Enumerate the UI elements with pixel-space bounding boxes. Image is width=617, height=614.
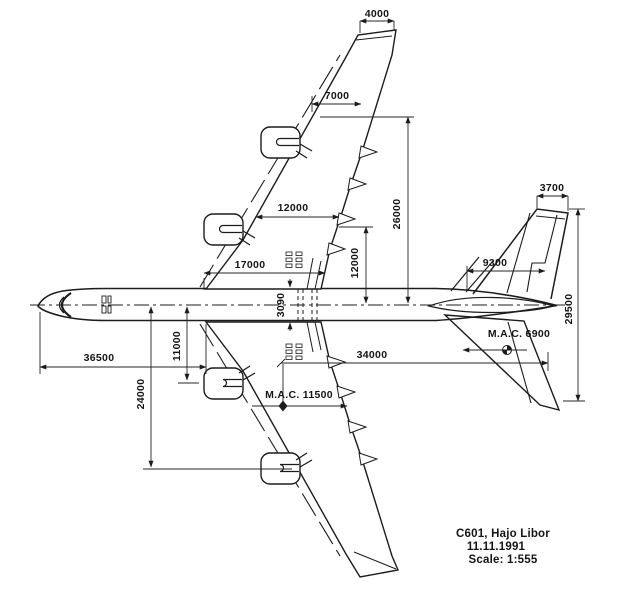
pylon-line [242, 372, 256, 381]
dim-tail-arm: 34000 [276, 349, 549, 371]
pylon-line [295, 452, 308, 461]
dim-outer-span: 26000 [320, 116, 414, 304]
dim-label: 26000 [391, 199, 403, 230]
dim-label: 29500 [563, 294, 575, 325]
dim-label: 36500 [84, 352, 115, 364]
dim-winglet-chord: 4000 [359, 8, 395, 33]
fuselage [30, 287, 568, 322]
title-block-date: 11.11.1991 [467, 541, 526, 553]
dim-fuselage-width: 3090 [275, 279, 293, 331]
nacelle-intake-line [275, 137, 299, 147]
dim-inner-engine: 11000 [171, 306, 199, 384]
overwing-exit-markings [285, 343, 303, 360]
dim-inner-span: 12000 [339, 226, 373, 304]
wing-root-dashed-lines [297, 289, 318, 322]
dim-label: 12000 [349, 248, 361, 279]
horizontal-stabilizer-outline [443, 314, 561, 412]
engine-nacelle-right-outer [260, 126, 313, 159]
left-wingtip-line [353, 551, 397, 570]
left-flap-fairings [326, 355, 379, 466]
dim-tail-height: 29500 [563, 208, 585, 402]
title-block-author: C601, Hajo Libor [456, 528, 550, 540]
nacelle-intake-line [279, 463, 299, 473]
cockpit-windows [60, 292, 72, 318]
rudder-step-line [526, 214, 558, 293]
mac-diamond-marker [278, 400, 288, 412]
dim-label: M.A.C. 11500 [265, 389, 333, 401]
left-wing-slats [199, 323, 341, 557]
right-winglet-line [355, 35, 393, 41]
dimensions: 4000 7000 12000 17000 26000 12000 [39, 8, 585, 470]
dim-label: 12000 [278, 202, 309, 214]
title-block: C601, Hajo Libor 11.11.1991 Scale: 1:555 [456, 528, 550, 566]
dim-outer-chord: 12000 [255, 202, 340, 220]
dim-label: 3090 [275, 293, 287, 318]
dim-label: 17000 [235, 259, 266, 271]
dim-fin-root-chord: 9300 [466, 257, 546, 290]
pylon-line [295, 150, 308, 159]
engine-nacelle-right-inner [203, 213, 256, 246]
dim-fin-tip-chord: 3700 [536, 182, 569, 211]
cg-symbol [502, 345, 512, 355]
elevator-hinge-line [507, 321, 532, 404]
dim-label: 7000 [325, 90, 350, 102]
dim-stab-mac: M.A.C. 6900 [462, 328, 550, 355]
dim-label: M.A.C. 6900 [488, 328, 550, 340]
pylon-line [242, 230, 256, 239]
pylon-line [238, 237, 251, 246]
left-stabilizer-line [465, 260, 494, 293]
nacelle-intake-line [222, 378, 242, 388]
pylon-line [299, 143, 313, 152]
dim-label: 11000 [171, 331, 183, 361]
pylon-line [299, 459, 313, 468]
dorsal-fin-fairing [426, 296, 555, 314]
right-wing-slats [199, 54, 341, 288]
left-wing-outline [204, 321, 399, 578]
pylon-line [238, 365, 251, 374]
left-wing [199, 321, 399, 578]
dim-label: 34000 [357, 349, 388, 361]
cockpit-windows-inner [58, 296, 65, 314]
left-stabilizer-line [450, 256, 480, 292]
engine-nacelle-left-inner [203, 365, 256, 400]
dim-tip-chord: 7000 [311, 90, 362, 112]
title-block-scale: Scale: 1:555 [469, 554, 538, 566]
dim-label: 4000 [365, 8, 390, 20]
dim-label: 3700 [540, 182, 565, 194]
left-flap-edge-lines [306, 321, 322, 353]
engine-nacelle-left-outer [260, 452, 313, 485]
nacelle-intake-line [218, 224, 242, 234]
right-wing-outline [204, 29, 397, 290]
fin-tip-line [535, 215, 566, 220]
overwing-exit-markings [285, 251, 303, 268]
dim-root-chord: 17000 [203, 259, 326, 290]
door-marking [101, 295, 112, 314]
right-wing [199, 29, 397, 290]
dim-forebody-length: 36500 [39, 312, 207, 374]
right-flap-fairings [326, 145, 379, 256]
dim-outer-engine: 24000 [135, 306, 292, 470]
dim-label: 9300 [483, 257, 508, 269]
dim-label: 24000 [135, 379, 147, 410]
vertical-fin-outline [472, 208, 569, 300]
empennage [443, 208, 569, 412]
rudder-hinge-line [506, 212, 531, 294]
dim-wing-mac: M.A.C. 11500 [252, 364, 348, 412]
